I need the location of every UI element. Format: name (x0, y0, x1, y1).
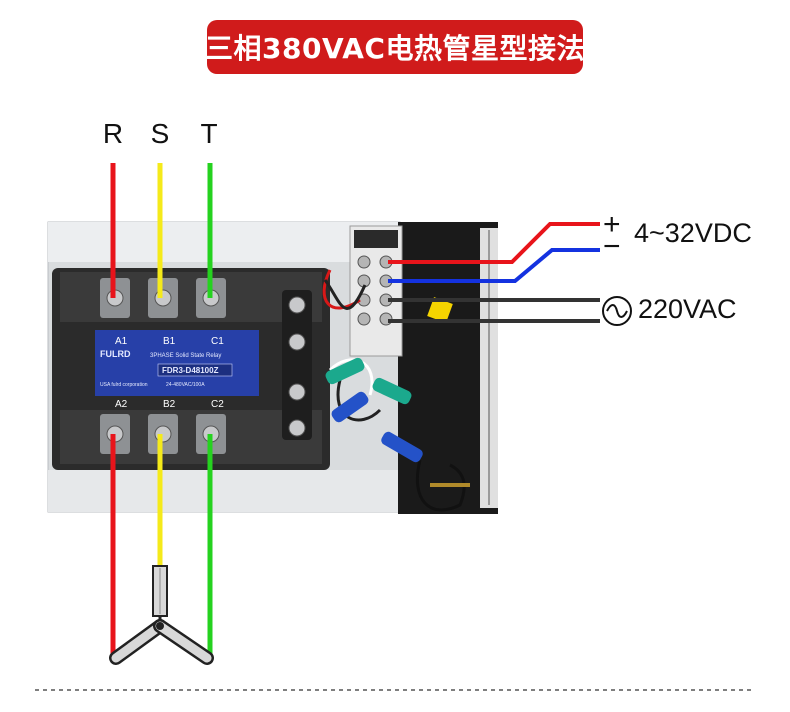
heatsink-bottom-fin (48, 470, 400, 512)
relay-description: 3PHASE Solid State Relay (150, 353, 221, 359)
dc-minus-wire (388, 248, 600, 283)
top-screw-terminals (100, 278, 226, 318)
star-heater-load (109, 565, 214, 665)
fan-warning-sticker (427, 297, 453, 323)
relay-company: USA fulrd corporation (100, 382, 148, 388)
fan-terminal-strip (349, 225, 403, 357)
terminal-label-b1: B1 (163, 336, 176, 347)
terminal-label-c2: C2 (211, 399, 224, 410)
terminal-label-a1: A1 (115, 336, 128, 347)
phase-label-t: T (200, 118, 218, 149)
relay-model-box (157, 363, 233, 377)
ac-symbol-icon (602, 296, 632, 326)
terminal-label-a2: A2 (115, 399, 128, 410)
relay-rating: 24-480VAC/100A (166, 382, 205, 388)
dc-plus-wire (388, 222, 600, 264)
diagram-title: 三相380VAC电热管星型接法 (207, 20, 583, 74)
control-side-terminals (282, 290, 312, 440)
dc-plus-symbol: + (603, 208, 621, 241)
internal-wiring (322, 269, 470, 512)
dc-voltage-label: 4~32VDC (634, 218, 752, 248)
relay-label-panel (95, 330, 259, 396)
relay-brand: FULRD (100, 349, 131, 359)
phase-label-s: S (150, 118, 170, 149)
ac-voltage-label: 220VAC (638, 294, 737, 324)
relay-model: FDR3-D48100Z (162, 366, 219, 375)
heatsink-top-fin (48, 222, 400, 262)
terminal-label-b2: B2 (163, 399, 176, 410)
dc-minus-symbol: − (603, 230, 621, 263)
terminal-label-c1: C1 (211, 336, 224, 347)
bottom-screw-terminals (100, 414, 226, 454)
phase-label-r: R (102, 118, 124, 149)
